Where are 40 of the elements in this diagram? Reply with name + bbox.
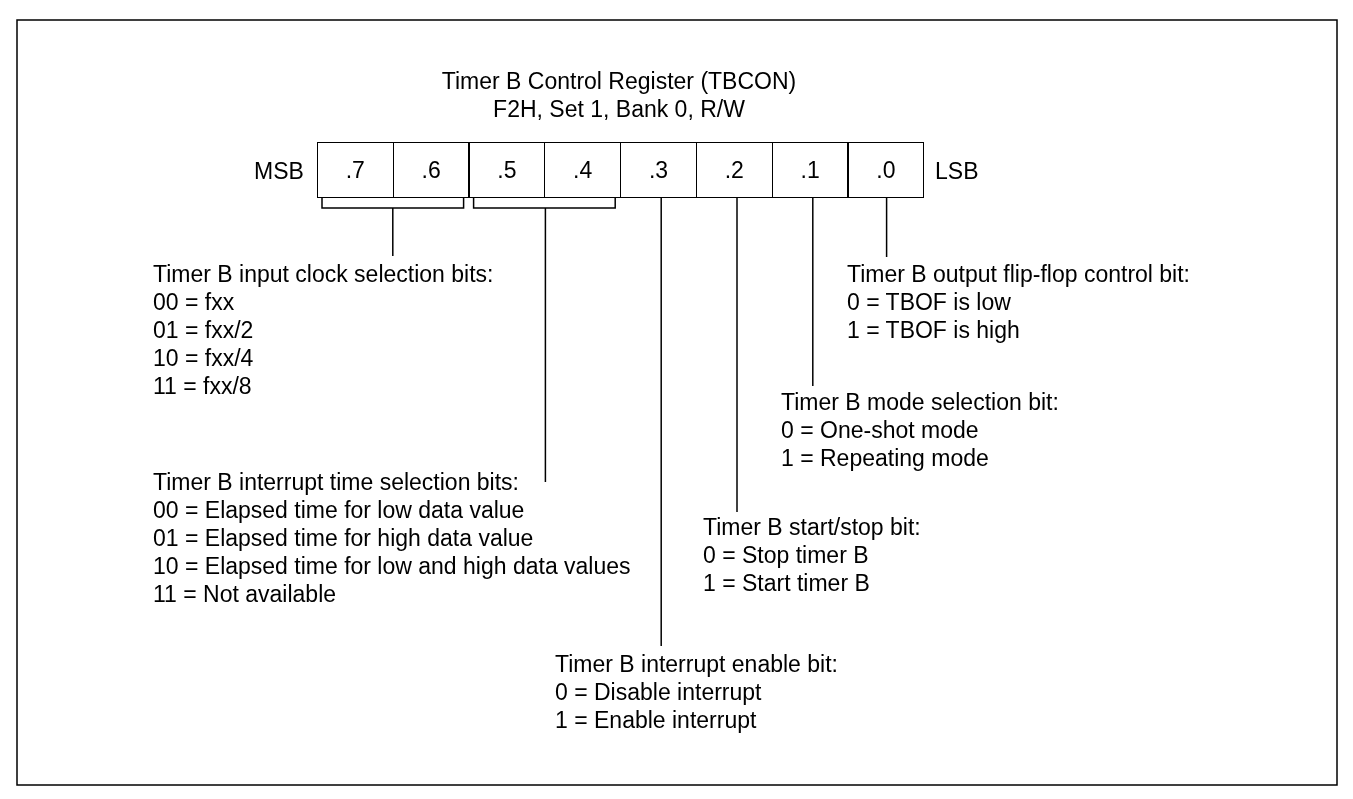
value-option: 11 = Not available	[153, 580, 631, 608]
register-address: F2H, Set 1, Bank 0, R/W	[492, 95, 746, 123]
bit-cell: .7	[317, 142, 394, 198]
value-option: 0 = TBOF is low	[847, 288, 1190, 316]
value-option: 10 = Elapsed time for low and high data values	[153, 552, 631, 580]
msb-label: MSB	[254, 157, 304, 185]
bracket-line	[472, 197, 616, 483]
bit-cell: .4	[544, 142, 621, 198]
leader-line	[812, 197, 814, 387]
register-title: Timer B Control Register (TBCON)	[440, 67, 798, 95]
leader-line	[885, 197, 888, 258]
field-description: Timer B interrupt enable bit:	[555, 650, 838, 678]
value-option: 0 = Stop timer B	[703, 541, 921, 569]
value-option: 1 = Start timer B	[703, 569, 921, 597]
field-description: Timer B interrupt time selection bits:	[153, 468, 520, 496]
field-description: Timer B mode selection bit:	[781, 388, 1059, 416]
value-option: 0 = Disable interrupt	[555, 678, 838, 706]
value-option: 11 = fxx/8	[153, 372, 494, 400]
value-option: 00 = fxx	[153, 288, 494, 316]
lsb-label: LSB	[935, 157, 979, 185]
bit-cell: .2	[696, 142, 773, 198]
value-option: 0 = One-shot mode	[781, 416, 1059, 444]
field-description: Timer B input clock selection bits:	[153, 260, 494, 288]
field-description: Timer B output flip-flop control bit:	[847, 260, 1190, 288]
value-option: 00 = Elapsed time for low data value	[153, 496, 631, 524]
bit-cell: .5	[468, 142, 546, 198]
field-description: Timer B start/stop bit:	[703, 513, 921, 541]
value-option: 01 = fxx/2	[153, 316, 494, 344]
bit-cell: .0	[847, 142, 925, 198]
bit-cell: .3	[620, 142, 697, 198]
leader-line	[736, 197, 738, 513]
value-option: 1 = Repeating mode	[781, 444, 1059, 472]
value-option: 1 = TBOF is high	[847, 316, 1190, 344]
leader-line	[660, 197, 662, 647]
value-option: 10 = fxx/4	[153, 344, 494, 372]
bit-cell: .1	[771, 142, 849, 198]
bit-cell: .6	[392, 142, 470, 198]
value-option: 1 = Enable interrupt	[555, 706, 838, 734]
value-option: 01 = Elapsed time for high data value	[153, 524, 631, 552]
bracket-line	[321, 197, 465, 257]
